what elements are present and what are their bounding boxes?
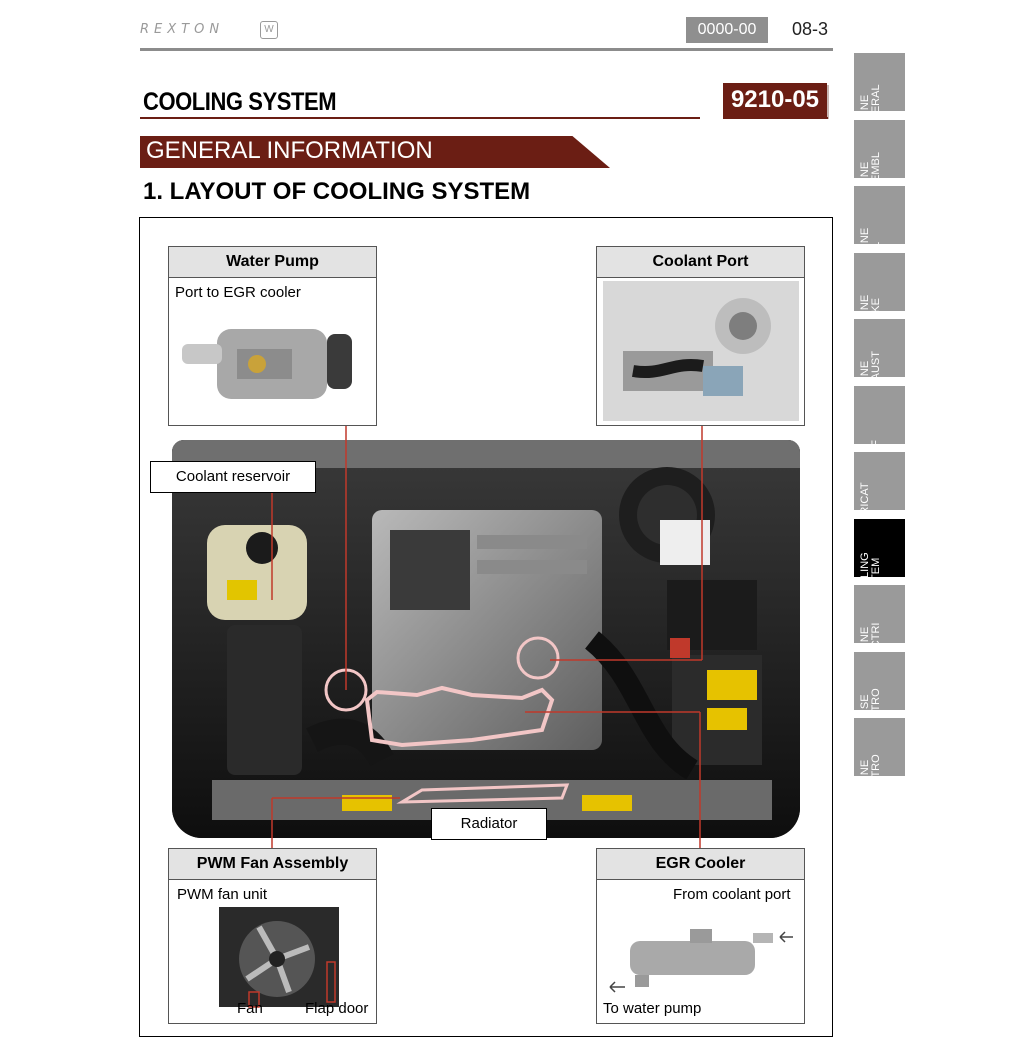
tab-engine-electrical[interactable]: ENGINE ELECTRI xyxy=(854,585,905,643)
fan-label: Fan xyxy=(237,1000,263,1017)
pwm-fan-image xyxy=(219,907,339,1008)
flap-door-label: Flap door xyxy=(305,1000,369,1017)
pwm-fan-unit-label: PWM fan unit xyxy=(177,886,268,903)
title-rule xyxy=(140,117,700,119)
document-code: 0000-00 xyxy=(686,17,768,43)
coolant-reservoir-label: Coolant reservoir xyxy=(150,461,316,493)
header-rule xyxy=(140,48,833,51)
brand-emblem-icon: W xyxy=(260,21,278,39)
egr-cooler-image xyxy=(609,929,793,993)
pwm-fan-title: PWM Fan Assembly xyxy=(169,849,376,880)
tab-cdpf[interactable]: CDPF xyxy=(854,386,905,444)
system-code-rule xyxy=(723,117,828,119)
system-title: COOLING SYSTEM xyxy=(143,88,337,116)
tab-cruise-control[interactable]: CRUISE CONTRO xyxy=(854,652,905,710)
water-pump-note: Port to EGR cooler xyxy=(175,284,301,301)
water-pump-image xyxy=(182,329,352,399)
tab-lubrication[interactable]: LUBRICAT ION xyxy=(854,452,905,510)
brand-logo-text: REXTON xyxy=(140,22,225,37)
tab-engine-control[interactable]: ENGINE CONTRO xyxy=(854,718,905,776)
tab-engine-assembly[interactable]: ENGINE ASSEMBL xyxy=(854,120,905,178)
system-code-badge: 9210-05 xyxy=(723,83,827,117)
egr-cooler-callout: EGR Cooler From coolant port To water pu… xyxy=(596,848,805,1024)
water-pump-title: Water Pump xyxy=(169,247,376,278)
egr-from-label: From coolant port xyxy=(673,886,791,903)
engine-bay-illustration xyxy=(172,440,800,838)
coolant-port-image xyxy=(603,281,799,421)
tab-engine-exhaust[interactable]: ENGINE EXHAUST xyxy=(854,319,905,377)
pwm-fan-callout: PWM Fan Assembly PWM fan unit Fan Flap d… xyxy=(168,848,377,1024)
water-pump-callout: Water Pump Port to EGR cooler xyxy=(168,246,377,426)
section-band xyxy=(140,136,610,168)
tab-engine-general[interactable]: ENGINE GENERAL xyxy=(854,53,905,111)
engine-bay-photo xyxy=(172,440,800,838)
subsection-title: 1. LAYOUT OF COOLING SYSTEM xyxy=(143,178,531,205)
coolant-port-title: Coolant Port xyxy=(597,247,804,278)
tab-engine-fuel[interactable]: ENGINE FUEL xyxy=(854,186,905,244)
tab-cooling-system[interactable]: COOLING SYSTEM xyxy=(854,519,905,577)
coolant-port-callout: Coolant Port xyxy=(596,246,805,426)
egr-to-label: To water pump xyxy=(603,1000,702,1017)
radiator-label: Radiator xyxy=(431,808,547,840)
page-number: 08-3 xyxy=(792,19,829,39)
tab-engine-intake[interactable]: ENGINE INTAKE xyxy=(854,253,905,311)
section-title: GENERAL INFORMATION xyxy=(146,137,433,164)
egr-cooler-title: EGR Cooler xyxy=(597,849,804,880)
